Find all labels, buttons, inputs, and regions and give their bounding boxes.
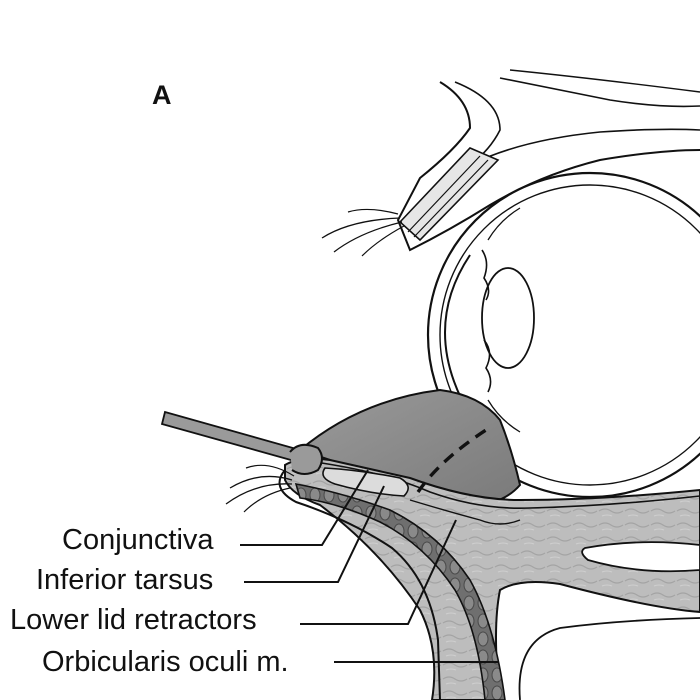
- label-lower-lid-retractors: Lower lid retractors: [10, 604, 257, 636]
- panel-letter: A: [152, 80, 172, 110]
- lower-lid-skin: [278, 469, 441, 700]
- retractor-instrument: [160, 410, 323, 475]
- label-inferior-tarsus: Inferior tarsus: [36, 564, 214, 596]
- lower-lid-retractors-line: [409, 499, 521, 525]
- orbital-floor: [518, 541, 700, 700]
- leader-lines: [240, 469, 498, 663]
- label-conjunctiva: Conjunctiva: [62, 524, 214, 556]
- label-orbicularis-oculi: Orbicularis oculi m.: [42, 646, 289, 678]
- lower-lashes: [225, 464, 295, 513]
- upper-orbit-structures: [321, 69, 700, 257]
- orbicularis-muscle: [294, 482, 506, 700]
- incision-dashed-line: [416, 428, 487, 493]
- inferior-tarsus: [322, 467, 409, 497]
